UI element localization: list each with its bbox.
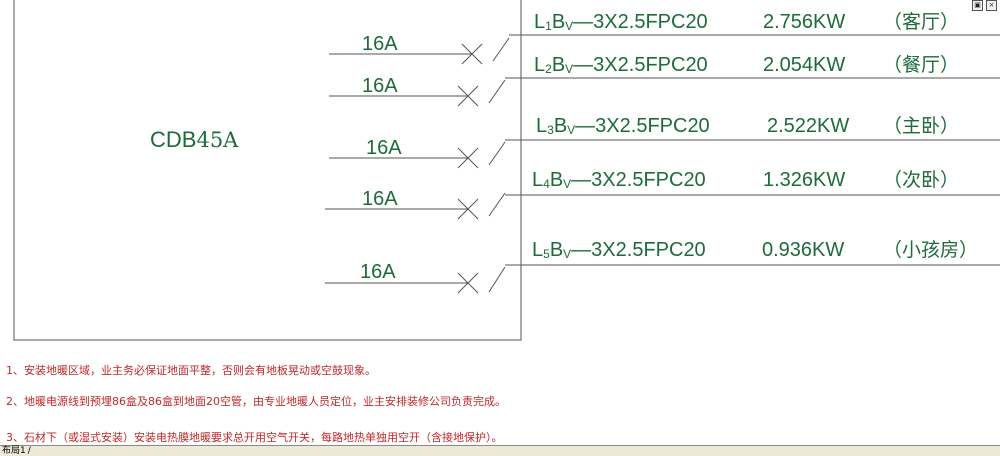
line-number: 5: [543, 247, 550, 261]
room-name: （客厅）: [883, 11, 959, 33]
cable-type: B: [550, 169, 563, 191]
breaker-x-mark: [457, 85, 479, 107]
close-button[interactable]: ×: [986, 0, 997, 11]
line-letter: L: [532, 239, 543, 261]
room-name: （餐厅）: [883, 54, 959, 76]
circuit-power: 1.326KW: [763, 169, 845, 191]
cable-type: B: [550, 239, 563, 261]
cable-type-sub: V: [565, 19, 573, 33]
circuit-4: 16A L4BV—3X2.5FPC20 1.326KW （次卧）: [325, 169, 1000, 220]
note-3: 3、石材下（或湿式安装）安装电热膜地暖要求总开用空气开关，每路地热单独用空开（含…: [6, 431, 503, 444]
cable-size: —3X2.5FPC20: [575, 115, 710, 137]
layout-tab[interactable]: 布局1: [2, 446, 26, 456]
circuit-5: 16A L5BV—3X2.5FPC20 0.936KW （小孩房）: [325, 239, 1000, 294]
cable-type: B: [554, 115, 567, 137]
circuit-2: 16A L2BV—3X2.5FPC20 2.054KW （餐厅）: [329, 54, 1000, 107]
switch-contact: [488, 266, 506, 293]
room-name: （小孩房）: [883, 239, 978, 261]
breaker-rating: 16A: [362, 33, 398, 55]
room-name: （次卧）: [883, 169, 959, 191]
line-number: 1: [545, 19, 552, 33]
switch-contact: [488, 192, 506, 217]
circuit-power: 2.756KW: [763, 11, 845, 33]
cable-type: B: [552, 54, 565, 76]
cable-size: —3X2.5FPC20: [573, 54, 708, 76]
breaker-rating: 16A: [362, 75, 398, 97]
circuit-1: 16A L1BV—3X2.5FPC20 2.756KW （客厅）: [329, 11, 1000, 65]
cable-type-sub: V: [567, 123, 575, 137]
panel-label-prefix: CDB: [150, 127, 196, 152]
cable-size: —3X2.5FPC20: [571, 239, 706, 261]
breaker-x-mark: [457, 272, 479, 294]
room-name: （主卧）: [883, 115, 959, 137]
line-number: 3: [547, 123, 554, 137]
circuit-power: 0.936KW: [762, 239, 844, 261]
breaker-x-mark: [461, 43, 483, 65]
line-letter: L: [532, 169, 543, 191]
circuit-power: 2.522KW: [767, 115, 849, 137]
cable-type: B: [552, 11, 565, 33]
line-letter: L: [534, 11, 545, 33]
switch-contact: [488, 79, 506, 104]
layout-tab-bar: 布局1/: [0, 445, 1000, 456]
cable-spec: L1BV—3X2.5FPC20: [534, 11, 708, 33]
cable-type-sub: V: [565, 62, 573, 76]
tab-separator: /: [27, 446, 31, 456]
breaker-x-mark: [457, 147, 479, 169]
panel-label-number: 45A: [196, 128, 239, 152]
breaker-rating: 16A: [360, 261, 396, 283]
cable-size: —3X2.5FPC20: [571, 169, 706, 191]
panel-label: CDB45A: [150, 127, 239, 152]
restore-button[interactable]: ▣: [972, 0, 983, 11]
circuit-power: 2.054KW: [763, 54, 845, 76]
window-controls: ▣ ×: [963, 0, 1000, 12]
circuit-3: 16A L3BV—3X2.5FPC20 2.522KW （主卧）: [329, 115, 1000, 169]
switch-contact: [488, 141, 506, 166]
cable-spec: L3BV—3X2.5FPC20: [536, 115, 710, 137]
cable-type-sub: V: [563, 247, 571, 261]
note-2: 2、地暖电源线到预埋86盒及86盒到地面20空管，由专业地暖人员定位，业主安排装…: [6, 395, 506, 408]
cable-size: —3X2.5FPC20: [573, 11, 708, 33]
line-letter: L: [534, 54, 545, 76]
cable-type-sub: V: [563, 177, 571, 191]
line-number: 4: [543, 177, 550, 191]
line-number: 2: [545, 62, 552, 76]
breaker-x-mark: [457, 198, 479, 220]
cable-spec: L4BV—3X2.5FPC20: [532, 169, 706, 191]
breaker-rating: 16A: [366, 137, 402, 159]
cable-spec: L5BV—3X2.5FPC20: [532, 239, 706, 261]
line-letter: L: [536, 115, 547, 137]
distribution-box-outline: [13, 0, 522, 341]
switch-contact: [492, 37, 510, 62]
note-1: 1、安装地暖区域，业主务必保证地面平整，否则会有地板晃动或空鼓现象。: [6, 364, 376, 377]
breaker-rating: 16A: [362, 188, 398, 210]
cable-spec: L2BV—3X2.5FPC20: [534, 54, 708, 76]
